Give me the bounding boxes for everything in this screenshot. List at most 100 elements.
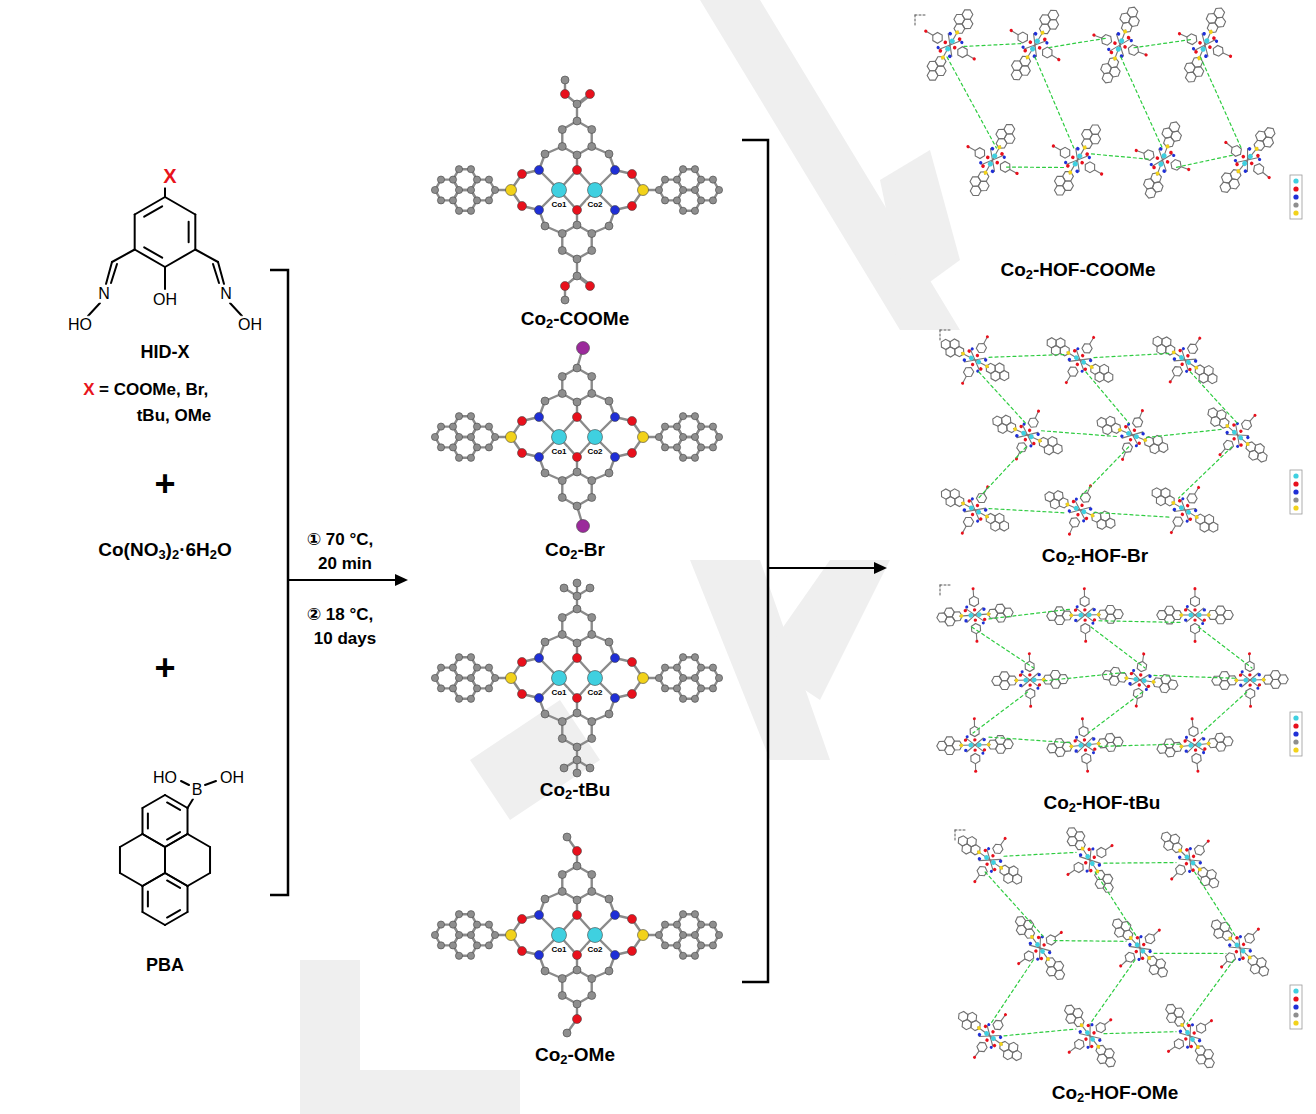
bond-line bbox=[1085, 634, 1086, 641]
atom-dot bbox=[1080, 160, 1085, 165]
atom-dot bbox=[1171, 500, 1176, 505]
atom-dot bbox=[1249, 161, 1254, 166]
atom-ball bbox=[467, 952, 474, 959]
atom-dot bbox=[1072, 160, 1079, 167]
bond-line bbox=[1079, 1025, 1100, 1047]
atom-ball bbox=[518, 170, 527, 179]
atom-dot bbox=[973, 717, 976, 720]
hydrogen-bond bbox=[1086, 372, 1129, 423]
color-key-dot bbox=[1293, 473, 1298, 478]
aromatic-bond bbox=[144, 206, 162, 216]
pyrene-outline bbox=[1163, 136, 1175, 149]
bond-line bbox=[1179, 849, 1201, 871]
framework-name: Co2-HOF-OMe bbox=[1052, 1082, 1178, 1104]
bond-line bbox=[1069, 500, 1090, 519]
atom-dot bbox=[961, 501, 966, 506]
atom-dot bbox=[1196, 770, 1199, 773]
atom-ball bbox=[697, 942, 704, 949]
atom-ball bbox=[573, 911, 582, 920]
atom-dot bbox=[1203, 618, 1206, 621]
pyrene-outline bbox=[934, 54, 947, 68]
hydrogen-bond bbox=[1090, 960, 1135, 1024]
pyrene-bond bbox=[142, 834, 165, 847]
atom-ball bbox=[485, 176, 492, 183]
atom-dot bbox=[1152, 165, 1157, 170]
atom-ball bbox=[518, 417, 527, 426]
atom-ball bbox=[661, 176, 668, 183]
atom-label: OH bbox=[152, 291, 178, 309]
atom-dot bbox=[1169, 150, 1174, 155]
atom-ball bbox=[697, 176, 704, 183]
packing-motif bbox=[1143, 813, 1237, 906]
atom-ball bbox=[467, 207, 474, 214]
atom-dot bbox=[1193, 359, 1198, 364]
atom-dot bbox=[1192, 1031, 1197, 1036]
atom-ball bbox=[563, 833, 571, 841]
ring-outline bbox=[1079, 491, 1091, 504]
atom-dot bbox=[924, 29, 928, 33]
axis-icon bbox=[940, 330, 941, 342]
atom-dot bbox=[1028, 434, 1034, 440]
atom-dot bbox=[979, 367, 984, 372]
atom-dot bbox=[1190, 1023, 1194, 1027]
atom-dot bbox=[978, 517, 983, 522]
metal-site-label: Co1 bbox=[550, 945, 567, 954]
atom-dot bbox=[1036, 432, 1041, 437]
atom-ball bbox=[588, 928, 603, 943]
reaction-arrow bbox=[768, 567, 876, 569]
atom-dot bbox=[1141, 432, 1145, 436]
atom-ball bbox=[467, 931, 474, 938]
ring-bond bbox=[165, 197, 195, 215]
atom-dot bbox=[1178, 1029, 1183, 1034]
atom-dot bbox=[983, 848, 988, 853]
atom-ball bbox=[449, 423, 456, 430]
atom-ball bbox=[611, 206, 620, 215]
bond-line bbox=[1012, 31, 1018, 35]
pyrene-bond bbox=[165, 873, 188, 886]
atom-dot bbox=[1172, 357, 1177, 362]
axis-icon bbox=[955, 830, 956, 842]
bond-line bbox=[963, 377, 966, 383]
ring-outline bbox=[1025, 661, 1034, 671]
bond-line bbox=[1137, 151, 1144, 153]
atom-ball bbox=[709, 685, 716, 692]
atom-dot bbox=[974, 618, 978, 622]
atom-ball bbox=[588, 631, 596, 639]
atom-ball bbox=[467, 674, 474, 681]
atom-dot bbox=[1039, 956, 1044, 961]
atom-dot bbox=[1183, 739, 1187, 743]
atom-dot bbox=[1183, 1037, 1188, 1042]
atom-ball bbox=[455, 952, 462, 959]
complex-structure bbox=[431, 342, 722, 533]
atom-dot bbox=[1248, 673, 1251, 676]
pyrene-outline bbox=[1102, 371, 1115, 384]
atom-dot bbox=[1074, 497, 1078, 501]
atom-ball bbox=[691, 207, 698, 214]
color-key-dot bbox=[1293, 739, 1298, 744]
atom-dot bbox=[1057, 57, 1061, 61]
atom-dot bbox=[1239, 684, 1242, 687]
atom-ball bbox=[691, 952, 698, 959]
atom-dot bbox=[1194, 640, 1197, 643]
atom-dot bbox=[1267, 175, 1272, 180]
atom-ball bbox=[611, 694, 620, 703]
hydrogen-bond bbox=[964, 44, 1021, 47]
atom-ball bbox=[455, 413, 462, 420]
atom-dot bbox=[1021, 670, 1024, 673]
bond-line bbox=[975, 875, 979, 881]
pyrene-outline bbox=[1047, 8, 1061, 22]
bond-line bbox=[1263, 172, 1269, 177]
ring-outline bbox=[1100, 34, 1113, 47]
pyrene-bond bbox=[165, 795, 188, 808]
atom-ball bbox=[561, 90, 570, 99]
atom-ball bbox=[485, 685, 492, 692]
watermark-stroke bbox=[300, 960, 520, 1114]
atom-dot bbox=[1078, 613, 1083, 618]
pyrene-outline bbox=[1159, 683, 1170, 693]
atom-ball bbox=[485, 942, 492, 949]
atom-dot bbox=[1133, 677, 1138, 682]
atom-ball bbox=[573, 769, 581, 777]
atom-ball bbox=[661, 685, 668, 692]
atom-dot bbox=[1232, 423, 1237, 428]
atom-dot bbox=[1075, 146, 1080, 151]
